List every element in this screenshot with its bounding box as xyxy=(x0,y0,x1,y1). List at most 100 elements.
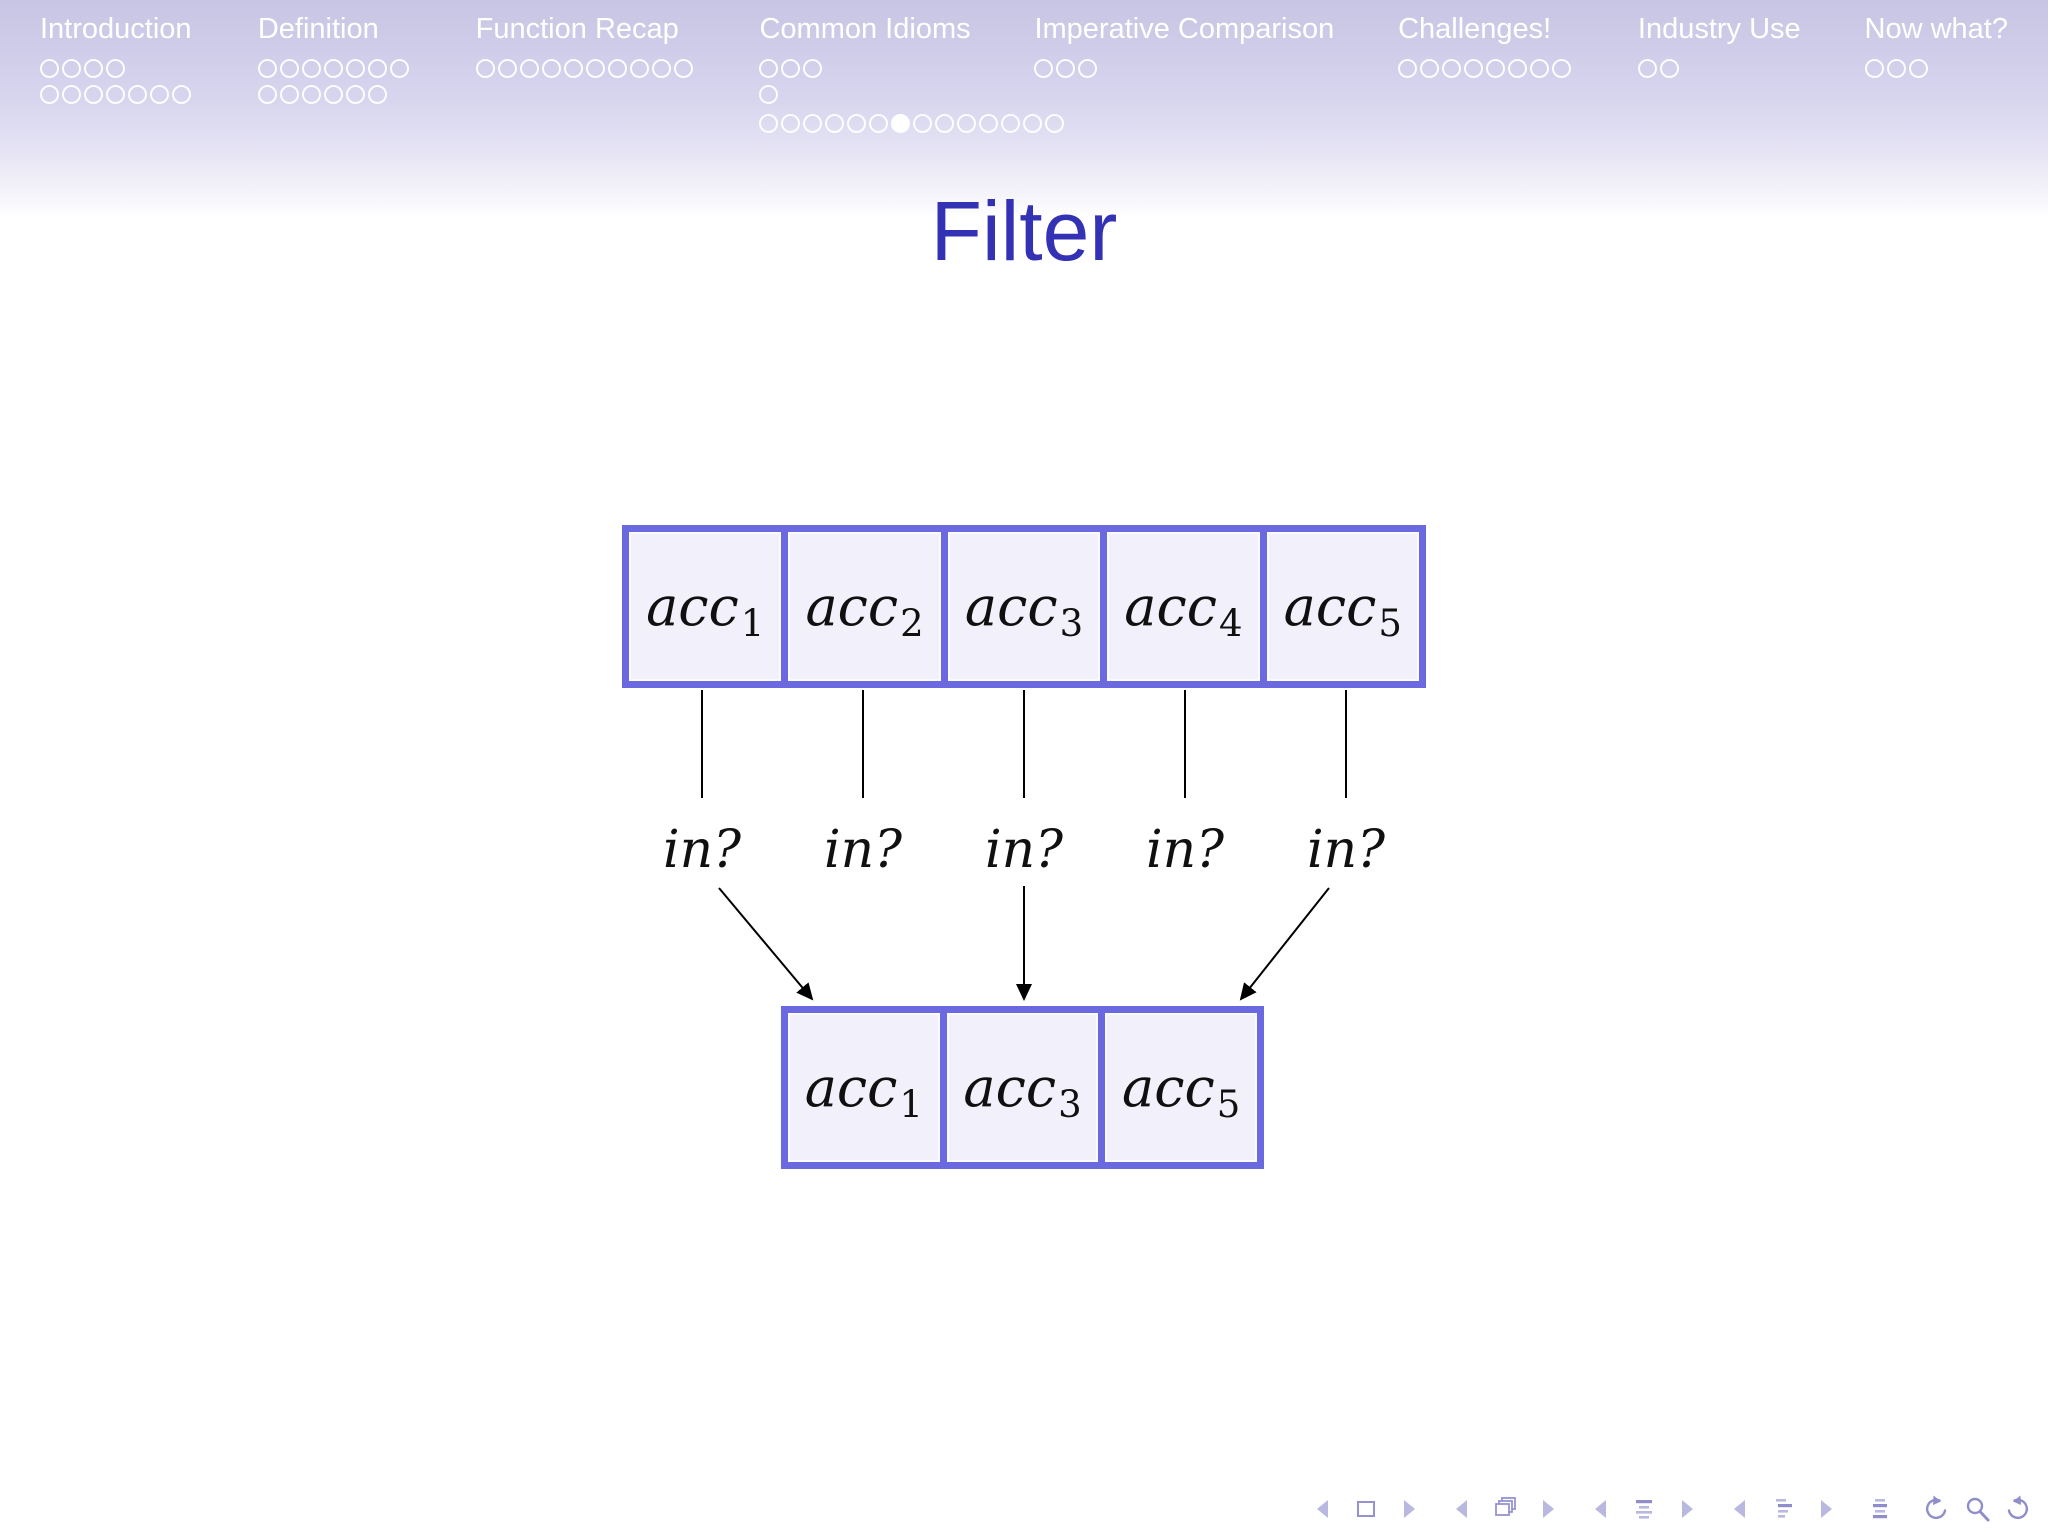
nav-section-label[interactable]: Now what? xyxy=(1864,13,2008,45)
nav-section-label[interactable]: Common Idioms xyxy=(759,13,971,45)
slide-dot[interactable] xyxy=(759,85,779,104)
nav-section-common-idioms[interactable]: Common Idioms xyxy=(759,13,1065,218)
slide-dot[interactable] xyxy=(106,85,125,104)
slide-dot[interactable] xyxy=(323,85,343,104)
slide-dot[interactable] xyxy=(389,59,409,78)
slide-dot[interactable] xyxy=(869,114,889,133)
slide-dot[interactable] xyxy=(957,114,977,133)
slide-dot[interactable] xyxy=(607,59,627,78)
slide-dot[interactable] xyxy=(128,85,147,104)
nav-section-label[interactable]: Function Recap xyxy=(475,13,679,45)
slide-dot[interactable] xyxy=(84,59,103,78)
current-slide-dot[interactable] xyxy=(891,114,911,133)
next-subsection-icon[interactable] xyxy=(1810,1494,1840,1524)
slide-dot[interactable] xyxy=(781,59,801,78)
slide-dot[interactable] xyxy=(935,114,955,133)
nav-section-introduction[interactable]: Introduction xyxy=(40,13,194,218)
slide-dot[interactable] xyxy=(279,59,299,78)
slide-dot[interactable] xyxy=(1045,114,1065,133)
slide-dot[interactable] xyxy=(825,114,845,133)
slide-dot[interactable] xyxy=(475,59,495,78)
slide-dot[interactable] xyxy=(1001,114,1021,133)
slide-dot[interactable] xyxy=(847,114,867,133)
slide-dot[interactable] xyxy=(1659,59,1679,78)
slide-dot[interactable] xyxy=(1034,59,1054,78)
slide-dot[interactable] xyxy=(150,85,169,104)
slide-dot[interactable] xyxy=(759,59,779,78)
slide-dot[interactable] xyxy=(106,59,125,78)
slide-dot[interactable] xyxy=(62,59,81,78)
slide-dot[interactable] xyxy=(301,59,321,78)
nav-section-challenges[interactable]: Challenges! xyxy=(1398,13,1574,218)
slide-dot[interactable] xyxy=(1637,59,1657,78)
slide-dot[interactable] xyxy=(1442,59,1462,78)
nav-section-now-what[interactable]: Now what? xyxy=(1864,13,2008,218)
slide-dot[interactable] xyxy=(84,85,103,104)
slide-icon[interactable] xyxy=(1351,1494,1381,1524)
slide-dot[interactable] xyxy=(1552,59,1572,78)
nav-section-label[interactable]: Definition xyxy=(257,13,379,45)
section-list-icon[interactable] xyxy=(1629,1494,1659,1524)
next-frame-icon[interactable] xyxy=(1532,1494,1562,1524)
slide-dot[interactable] xyxy=(803,114,823,133)
slide-dot[interactable] xyxy=(1464,59,1484,78)
prev-slide-icon[interactable] xyxy=(1309,1494,1339,1524)
slide-dot[interactable] xyxy=(1530,59,1550,78)
nav-section-definition[interactable]: Definition xyxy=(257,13,412,218)
nav-section-label[interactable]: Introduction xyxy=(40,13,192,45)
slide-dot[interactable] xyxy=(40,85,59,104)
slide-dot[interactable] xyxy=(367,85,387,104)
slide-dot[interactable] xyxy=(803,59,823,78)
redo-icon[interactable] xyxy=(2004,1494,2034,1524)
slide-dot[interactable] xyxy=(62,85,81,104)
slide-dot[interactable] xyxy=(323,59,343,78)
subsection-list-icon[interactable] xyxy=(1768,1494,1798,1524)
slide-dot[interactable] xyxy=(541,59,561,78)
document-end-icon[interactable] xyxy=(1865,1494,1895,1524)
nav-section-industry-use[interactable]: Industry Use xyxy=(1637,13,1801,218)
slide-dot[interactable] xyxy=(1486,59,1506,78)
slide-dot[interactable] xyxy=(979,114,999,133)
slide-dot[interactable] xyxy=(40,59,59,78)
slide-dot[interactable] xyxy=(1908,59,1928,78)
slide-dot[interactable] xyxy=(1864,59,1884,78)
undo-icon[interactable] xyxy=(1920,1494,1950,1524)
nav-section-function-recap[interactable]: Function Recap xyxy=(475,13,696,218)
slide-dot[interactable] xyxy=(673,59,693,78)
search-icon[interactable] xyxy=(1962,1494,1992,1524)
slide-dot[interactable] xyxy=(629,59,649,78)
nav-section-label[interactable]: Industry Use xyxy=(1637,13,1801,45)
frames-icon[interactable] xyxy=(1490,1494,1520,1524)
slide-dot[interactable] xyxy=(585,59,605,78)
slide-dot[interactable] xyxy=(781,114,801,133)
slide-dot[interactable] xyxy=(497,59,517,78)
nav-section-label[interactable]: Imperative Comparison xyxy=(1034,13,1335,45)
slide-dot[interactable] xyxy=(913,114,933,133)
slide-dot[interactable] xyxy=(651,59,671,78)
slide-dot[interactable] xyxy=(1078,59,1098,78)
slide-dot[interactable] xyxy=(1023,114,1043,133)
slide-dot[interactable] xyxy=(172,85,191,104)
slide-dot[interactable] xyxy=(345,59,365,78)
slide-dot[interactable] xyxy=(367,59,387,78)
slide-dot[interactable] xyxy=(345,85,365,104)
nav-section-label[interactable]: Challenges! xyxy=(1398,13,1552,45)
slide-dot[interactable] xyxy=(519,59,539,78)
slide-dot[interactable] xyxy=(759,114,779,133)
slide-dot[interactable] xyxy=(1886,59,1906,78)
slide-dot[interactable] xyxy=(1508,59,1528,78)
slide-dot[interactable] xyxy=(1056,59,1076,78)
prev-subsection-icon[interactable] xyxy=(1726,1494,1756,1524)
slide-dot[interactable] xyxy=(257,85,277,104)
slide-dot[interactable] xyxy=(1420,59,1440,78)
slide-dot[interactable] xyxy=(257,59,277,78)
prev-section-icon[interactable] xyxy=(1587,1494,1617,1524)
slide-dot[interactable] xyxy=(1398,59,1418,78)
next-section-icon[interactable] xyxy=(1671,1494,1701,1524)
next-slide-icon[interactable] xyxy=(1393,1494,1423,1524)
nav-section-imperative-comparison[interactable]: Imperative Comparison xyxy=(1034,13,1334,218)
slide-dot[interactable] xyxy=(301,85,321,104)
slide-dot[interactable] xyxy=(563,59,583,78)
prev-frame-icon[interactable] xyxy=(1448,1494,1478,1524)
slide-dot[interactable] xyxy=(279,85,299,104)
